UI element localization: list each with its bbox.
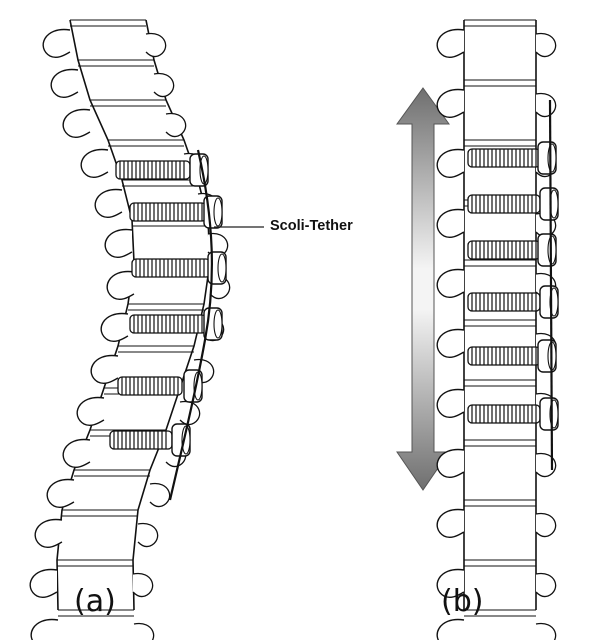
- transverse-process: [536, 623, 556, 640]
- transverse-process: [150, 483, 170, 506]
- pedicle-screw-icon: [468, 340, 556, 372]
- scoliosis-spine-tethered: [30, 20, 229, 640]
- transverse-process: [43, 30, 70, 58]
- pedicle-screw-icon: [468, 286, 558, 318]
- panel-label-b: (b): [441, 584, 483, 619]
- transverse-process: [437, 620, 464, 640]
- transverse-process: [437, 30, 464, 58]
- transverse-process: [437, 150, 464, 178]
- transverse-process: [77, 398, 104, 426]
- transverse-process: [107, 272, 134, 300]
- transverse-process: [437, 330, 464, 358]
- transverse-process: [31, 620, 58, 640]
- transverse-process: [437, 210, 464, 238]
- transverse-process: [536, 93, 556, 116]
- pedicle-screw-icon: [468, 398, 558, 430]
- transverse-process: [105, 230, 132, 258]
- transverse-process: [536, 33, 556, 56]
- transverse-process: [437, 90, 464, 118]
- transverse-process: [134, 623, 154, 640]
- transverse-process: [146, 33, 166, 56]
- transverse-process: [536, 513, 556, 536]
- pedicle-screw-icon: [116, 154, 208, 186]
- pedicle-screw-icon: [468, 142, 556, 174]
- transverse-process: [154, 73, 174, 96]
- transverse-process: [91, 356, 118, 384]
- pedicle-screw-icon: [118, 370, 202, 402]
- transverse-process: [166, 113, 186, 136]
- transverse-process: [30, 570, 57, 598]
- transverse-process: [95, 190, 122, 218]
- transverse-process: [63, 440, 90, 468]
- transverse-process: [101, 314, 128, 342]
- transverse-process: [63, 110, 90, 138]
- straight-spine-tethered: [437, 20, 558, 640]
- panel-label-a: (a): [74, 584, 116, 619]
- transverse-process: [536, 573, 556, 596]
- pedicle-screw-icon: [468, 188, 558, 220]
- transverse-process: [437, 510, 464, 538]
- transverse-process: [47, 480, 74, 508]
- scoli-tether-label: Scoli-Tether: [270, 218, 353, 234]
- transverse-process: [81, 150, 108, 178]
- pedicle-screw-icon: [468, 234, 556, 266]
- transverse-process: [437, 390, 464, 418]
- transverse-process: [133, 573, 153, 596]
- pedicle-screw-icon: [110, 424, 190, 456]
- transverse-process: [138, 523, 158, 546]
- transverse-process: [51, 70, 78, 98]
- transverse-process: [437, 270, 464, 298]
- transverse-process: [35, 520, 62, 548]
